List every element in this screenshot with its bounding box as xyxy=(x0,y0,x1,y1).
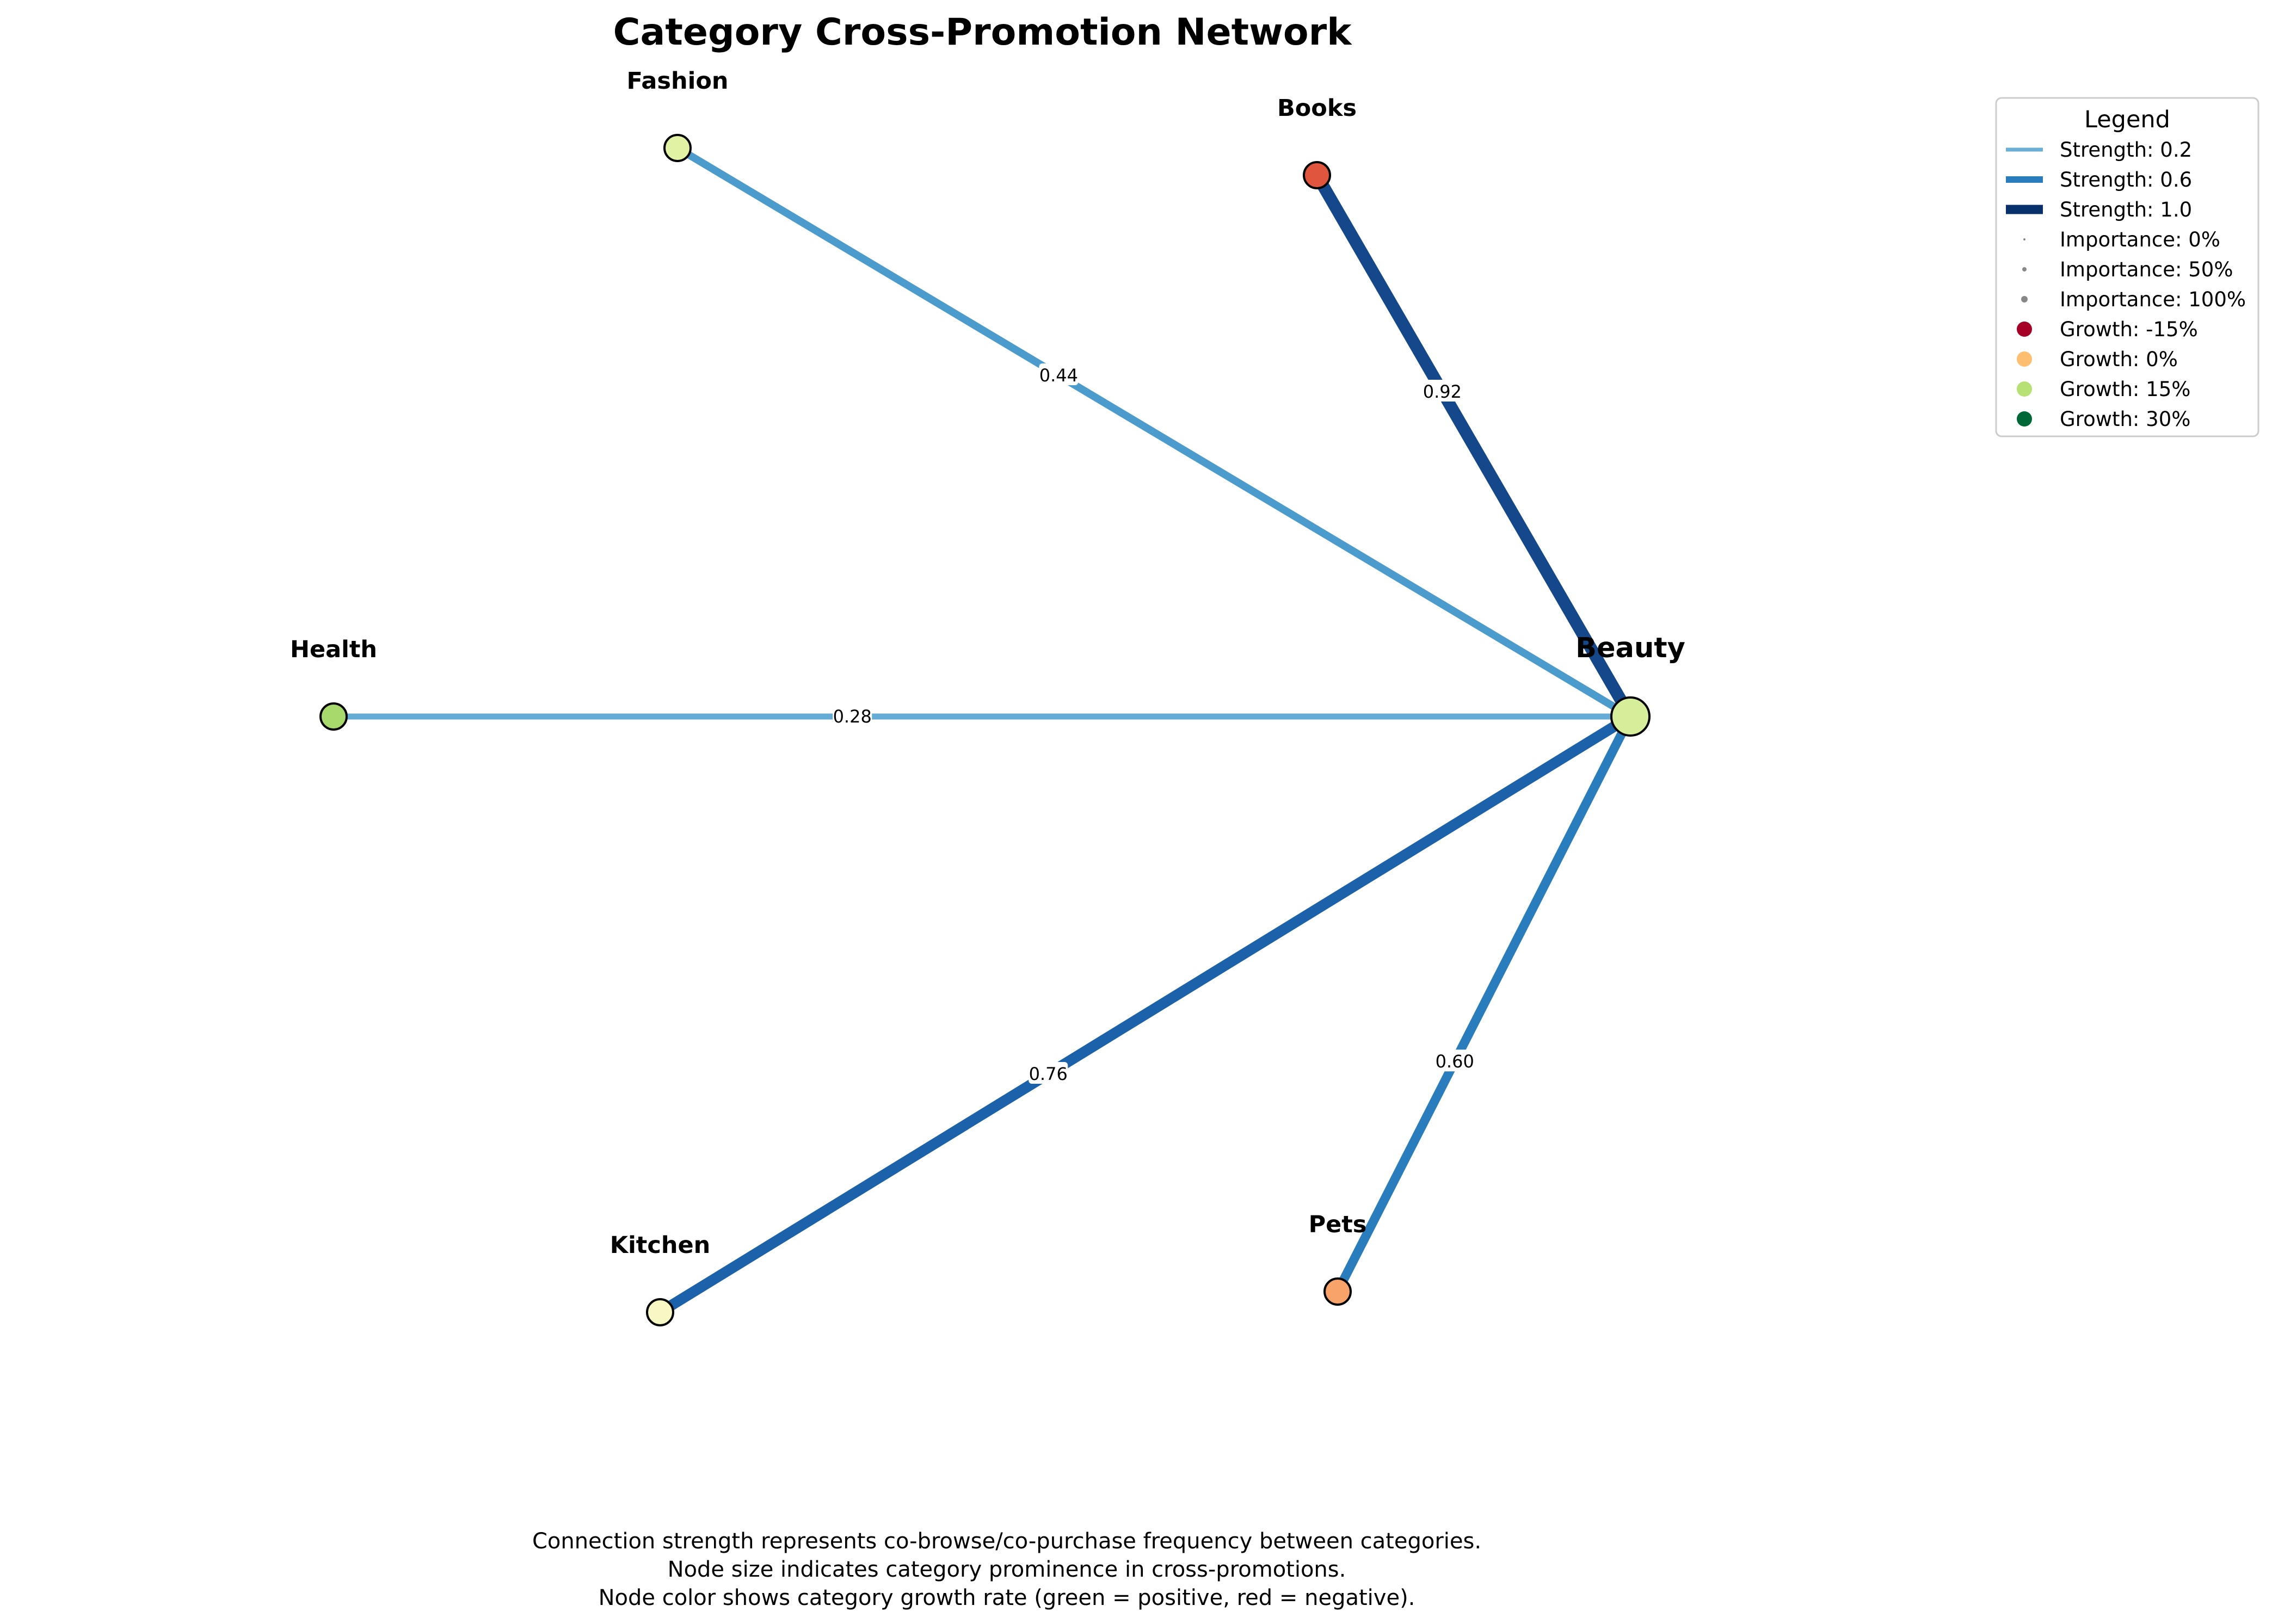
edge-label-fashion: 0.44 xyxy=(1039,365,1078,386)
legend-label-9: Growth: 30% xyxy=(2060,407,2190,431)
legend-swatch-6 xyxy=(2017,322,2032,337)
legend-swatch-8 xyxy=(2017,381,2032,397)
legend-swatch-3 xyxy=(2023,238,2025,240)
caption-line-3: Node color shows category growth rate (g… xyxy=(599,1585,1415,1610)
node-label-pets: Pets xyxy=(1309,1211,1367,1238)
edge-label-bg-pets xyxy=(1435,1049,1475,1072)
node-pets xyxy=(1323,1277,1352,1306)
edges-layer xyxy=(334,145,1636,1317)
edge-label-bg-kitchen xyxy=(1029,1062,1068,1084)
caption-line-1: Connection strength represents co-browse… xyxy=(532,1529,1481,1554)
edge-label-bg-fashion xyxy=(1039,363,1079,385)
legend-label-6: Growth: -15% xyxy=(2060,318,2198,341)
node-label-beauty: Beauty xyxy=(1575,632,1685,664)
caption-line-2: Node size indicates category prominence … xyxy=(668,1557,1346,1582)
node-beauty xyxy=(1610,696,1651,737)
legend-label-7: Growth: 0% xyxy=(2060,348,2178,371)
node-kitchen xyxy=(646,1298,674,1326)
legend-label-3: Importance: 0% xyxy=(2060,228,2220,251)
legend-swatch-4 xyxy=(2022,267,2027,271)
edge-label-books: 0.92 xyxy=(1423,381,1462,402)
edge-label-bg-books xyxy=(1423,380,1462,402)
legend-label-8: Growth: 15% xyxy=(2060,378,2190,401)
node-books xyxy=(1303,161,1331,189)
edge-beauty-fashion xyxy=(675,145,1633,720)
edge-beauty-books xyxy=(1312,172,1636,720)
node-fashion xyxy=(663,134,692,162)
edge-label-pets: 0.60 xyxy=(1436,1051,1474,1072)
edge-beauty-pets xyxy=(1333,714,1635,1294)
edge-label-health: 0.28 xyxy=(833,706,872,727)
node-label-books: Books xyxy=(1277,95,1357,122)
node-label-health: Health xyxy=(290,636,377,663)
legend-swatch-5 xyxy=(2021,296,2028,302)
edge-labels-layer: 0.44 0.92 0.28 0.76 0.60 xyxy=(833,363,1475,1084)
legend-label-1: Strength: 0.6 xyxy=(2060,168,2192,192)
legend-label-0: Strength: 0.2 xyxy=(2060,138,2192,162)
edge-label-kitchen: 0.76 xyxy=(1029,1064,1068,1084)
legend-frame xyxy=(1995,97,2259,437)
chart-title: Category Cross-Promotion Network xyxy=(613,11,1353,54)
legend-swatch-9 xyxy=(2017,411,2032,427)
caption: Connection strength represents co-browse… xyxy=(532,1529,1481,1610)
node-label-kitchen: Kitchen xyxy=(610,1232,711,1259)
legend-label-2: Strength: 1.0 xyxy=(2060,198,2192,221)
legend-label-5: Importance: 100% xyxy=(2060,288,2246,311)
legend-title: Legend xyxy=(2084,106,2170,133)
nodes-layer xyxy=(319,134,1651,1326)
edge-beauty-kitchen xyxy=(657,712,1634,1317)
node-label-fashion: Fashion xyxy=(627,67,729,95)
node-health xyxy=(319,702,348,731)
legend-swatch-7 xyxy=(2017,351,2032,367)
edge-label-bg-health xyxy=(833,705,872,726)
legend-label-4: Importance: 50% xyxy=(2060,258,2233,281)
